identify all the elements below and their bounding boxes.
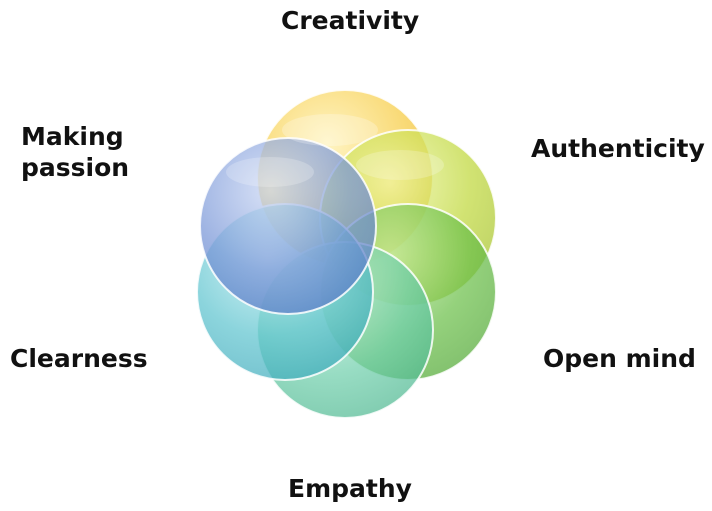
making-passion-circle [199, 137, 377, 315]
label-open-mind: Open mind [543, 344, 696, 373]
label-clearness: Clearness [10, 344, 148, 373]
label-empathy: Empathy [288, 474, 412, 503]
gloss-highlight [226, 157, 314, 187]
gloss-highlight [282, 114, 378, 146]
label-making-passion: Making passion [21, 121, 151, 183]
label-making-passion-line2: passion [21, 153, 130, 182]
gloss-highlight [356, 150, 444, 180]
label-authenticity: Authenticity [531, 134, 705, 163]
label-making-passion-line1: Making [21, 122, 124, 151]
label-creativity: Creativity [281, 6, 420, 35]
